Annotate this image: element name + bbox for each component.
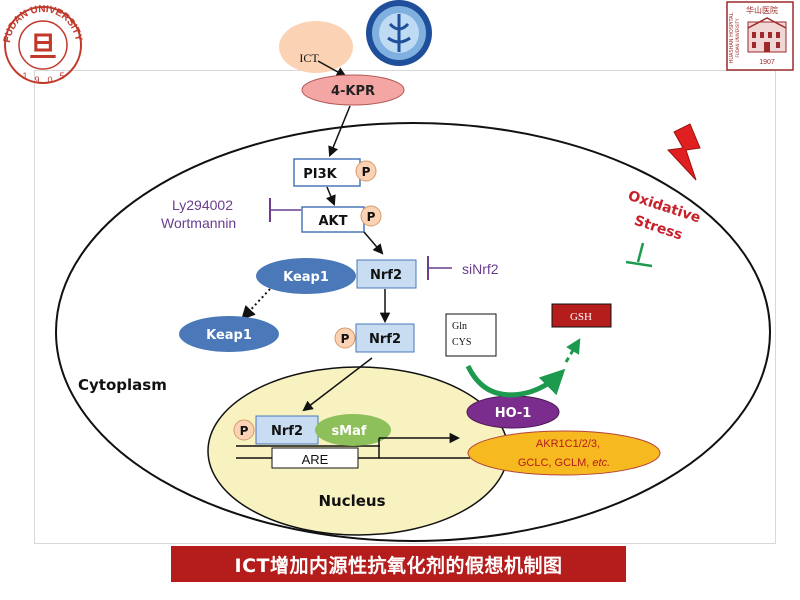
- targets-line2: GCLC, GCLM, etc.: [518, 457, 610, 469]
- keap1-node: [256, 258, 356, 294]
- arrow-kpr-pi3k: [328, 105, 351, 157]
- keap1-released-label: Keap1: [206, 328, 252, 343]
- cytoplasm-label: Cytoplasm: [78, 376, 167, 394]
- huashan-logo-cn: 华山医院: [746, 5, 778, 15]
- are-label: ARE: [302, 452, 329, 467]
- kpr-label: 4-KPR: [331, 84, 375, 99]
- pi3k-phospho: [355, 160, 377, 182]
- gsh-box: [551, 303, 612, 328]
- fudan-year-4: 5: [59, 71, 64, 81]
- nrf2-node: [356, 259, 417, 289]
- fudan-year-2: 9: [34, 75, 39, 85]
- kpr-node: [301, 74, 405, 106]
- pi3k-node: [293, 158, 361, 187]
- lightning-bolt-icon: [666, 123, 701, 181]
- oxidative-inhibit-tbar: [625, 260, 653, 268]
- target-genes-node: [467, 430, 661, 476]
- sinrf2-label: siNrf2: [462, 261, 499, 277]
- arrow-pi3k-akt: [325, 186, 336, 206]
- huashan-year: 1907: [759, 59, 775, 66]
- targets-line2-prefix: GCLC, GCLM,: [518, 457, 593, 469]
- targets-line1: AKR1C1/2/3,: [536, 438, 600, 450]
- nrf2-label: Nrf2: [370, 268, 402, 283]
- blue-medical-logo: [366, 0, 432, 66]
- gln-label: Gln: [452, 321, 467, 332]
- huashan-logo-sub: FUDAN UNIVERSITY: [735, 18, 740, 58]
- gln-cys-box: [445, 313, 497, 357]
- are-box: [271, 447, 359, 469]
- arrow-nrf2-nucleus: [302, 357, 373, 412]
- nrf2-phospho: [334, 327, 356, 349]
- inhibitor-ly294002: Ly294002: [172, 197, 233, 213]
- akt-node: [301, 206, 365, 233]
- arrow-ict-kpr: [317, 60, 347, 78]
- akt-label: AKT: [318, 214, 347, 229]
- keap1-label: Keap1: [283, 270, 329, 285]
- arrow-akt-nrf2: [363, 231, 384, 255]
- slide-title: ICT增加内源性抗氧化剂的假想机制图: [171, 546, 626, 582]
- nrf2-phos-node: [355, 323, 415, 353]
- inhibitor-wortmannin: Wortmannin: [161, 215, 236, 231]
- green-dashed-arrow: [564, 338, 581, 363]
- akt-phospho: [360, 205, 382, 227]
- nrf2-nuclear-label: Nrf2: [271, 424, 303, 439]
- ict-oval: [279, 21, 353, 73]
- akt-p-label: P: [367, 210, 376, 224]
- pi3k-p-label: P: [362, 165, 371, 179]
- green-synthesis-arrow: [465, 364, 566, 398]
- ict-label: ICT: [299, 51, 319, 65]
- arrow-keap1-release: [241, 288, 271, 321]
- fudan-year-1: 1: [22, 71, 27, 81]
- nrf2-phos-label: Nrf2: [369, 332, 401, 347]
- huashan-logo-en: HUASHAN HOSPITAL: [729, 12, 735, 63]
- gsh-label: GSH: [570, 311, 592, 323]
- ho1-label: HO-1: [495, 406, 532, 421]
- nrf2-phos-p-label: P: [341, 332, 350, 346]
- fudan-university-logo: FUDAN UNIVERSITY 旦 1 9 0 5: [2, 4, 84, 85]
- oxidative-inhibit-line: [636, 242, 645, 263]
- fudan-seal-char: 旦: [29, 30, 57, 63]
- huashan-hospital-logo: 华山医院 HUASHAN HOSPITAL FUDAN UNIVERSITY 1…: [726, 1, 794, 71]
- cys-label: CYS: [452, 337, 471, 348]
- pi3k-label: PI3K: [303, 167, 337, 182]
- keap1-released-node: [179, 316, 279, 352]
- nuclear-nrf2-phospho: [233, 419, 255, 441]
- smaf-node: [315, 414, 391, 446]
- targets-line2-etc: etc.: [592, 457, 610, 469]
- smaf-label: sMaf: [331, 424, 366, 439]
- fudan-year-3: 0: [47, 75, 52, 85]
- nucleus-label: Nucleus: [318, 492, 385, 510]
- nuclear-nrf2-p-label: P: [240, 424, 249, 438]
